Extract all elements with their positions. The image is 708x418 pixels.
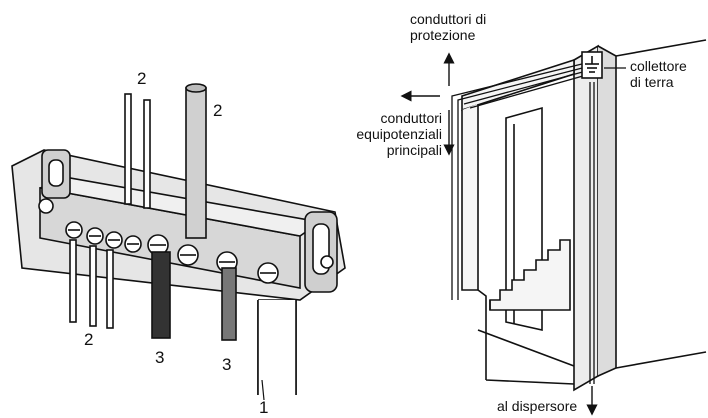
thick-conductor-top (185, 83, 207, 239)
left-mounting-bracket (38, 149, 71, 214)
conductor-to-earth-electrode (589, 82, 595, 384)
staircase (489, 239, 571, 311)
label-number-3-a: 3 (155, 348, 165, 367)
leader-line-1 (261, 379, 265, 401)
thin-conductors-bottom (69, 239, 114, 329)
earth-terminal-block (11, 83, 346, 401)
building-section (400, 39, 707, 416)
building-left-wall (461, 104, 479, 291)
ground-icon (581, 51, 603, 79)
label-number-3-b: 3 (222, 355, 232, 374)
label-conduttori-protezione: conduttori di protezione (410, 11, 487, 43)
label-conduttori-equipotenziali: conduttori equipotenziali principali (356, 110, 442, 158)
label-number-2-mid: 2 (213, 101, 223, 120)
main-earth-conductor (257, 299, 297, 395)
protection-conductor-runs (451, 61, 591, 300)
label-number-1: 1 (259, 398, 269, 417)
label-collettore-terra: collettore di terra (630, 58, 687, 90)
right-mounting-bracket (304, 211, 338, 293)
label-number-2-low: 2 (84, 330, 94, 349)
floor-lines (477, 289, 575, 385)
thin-conductors-top (124, 93, 151, 209)
thick-conductors-bottom (151, 251, 237, 341)
label-al-dispersore: al dispersore (497, 398, 578, 414)
label-number-2-top: 2 (137, 69, 147, 88)
terminal-screws (65, 221, 279, 284)
